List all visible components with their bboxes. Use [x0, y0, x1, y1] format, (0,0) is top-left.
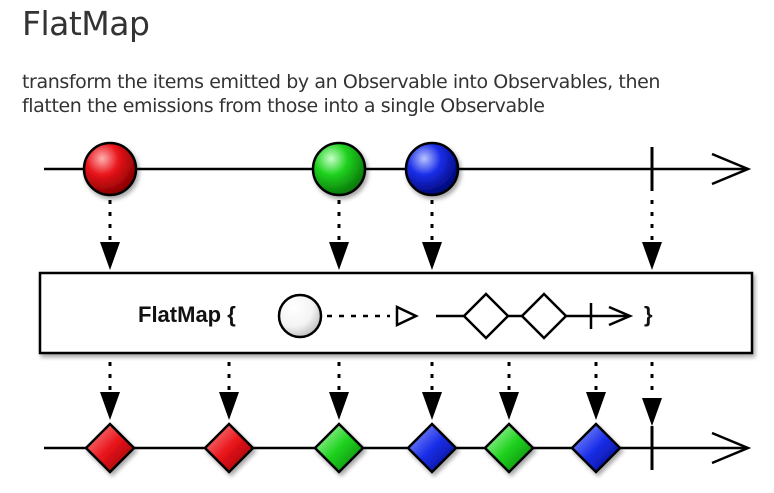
- input-marble-blue: [404, 141, 460, 197]
- arrow-down-icon: [586, 392, 606, 420]
- operator-label: FlatMap {: [138, 302, 236, 327]
- output-timeline-arrowhead: [711, 431, 752, 465]
- arrow-down-icon: [642, 242, 662, 270]
- operator-source-marble: [277, 293, 323, 339]
- input-arrows: [100, 200, 662, 270]
- output-diamond-red: [203, 422, 255, 474]
- operator-closing-brace: }: [644, 302, 653, 327]
- description-line-2: flatten the emissions from those into a …: [22, 95, 545, 117]
- page-description: transform the items emitted by an Observ…: [22, 70, 762, 118]
- output-diamond-blue: [406, 422, 458, 474]
- arrow-down-icon: [499, 392, 519, 420]
- output-diamond-red: [84, 422, 136, 474]
- page-title: FlatMap: [22, 4, 150, 43]
- input-timeline: [44, 147, 752, 191]
- input-marble-red: [82, 141, 138, 197]
- operator-result-arrowhead: [608, 305, 634, 327]
- description-line-1: transform the items emitted by an Observ…: [22, 71, 661, 93]
- input-timeline-arrowhead: [711, 152, 752, 186]
- output-arrows: [100, 362, 662, 426]
- arrow-down-icon: [422, 392, 442, 420]
- arrow-down-icon: [422, 242, 442, 270]
- arrow-down-icon: [100, 242, 120, 270]
- output-diamond-blue: [570, 422, 622, 474]
- arrow-down-icon: [329, 392, 349, 420]
- output-diamond-green: [483, 422, 535, 474]
- arrow-down-icon: [100, 392, 120, 420]
- operator-result-diamond: [462, 292, 510, 340]
- output-timeline: [44, 426, 752, 470]
- operator-box: FlatMap { }: [38, 271, 754, 355]
- operator-result-diamond: [520, 292, 568, 340]
- arrow-down-icon: [642, 398, 662, 426]
- transform-arrow-icon: [395, 305, 419, 327]
- output-diamond-green: [313, 422, 365, 474]
- arrow-down-icon: [219, 392, 239, 420]
- arrow-down-icon: [329, 242, 349, 270]
- input-marble-green: [311, 141, 367, 197]
